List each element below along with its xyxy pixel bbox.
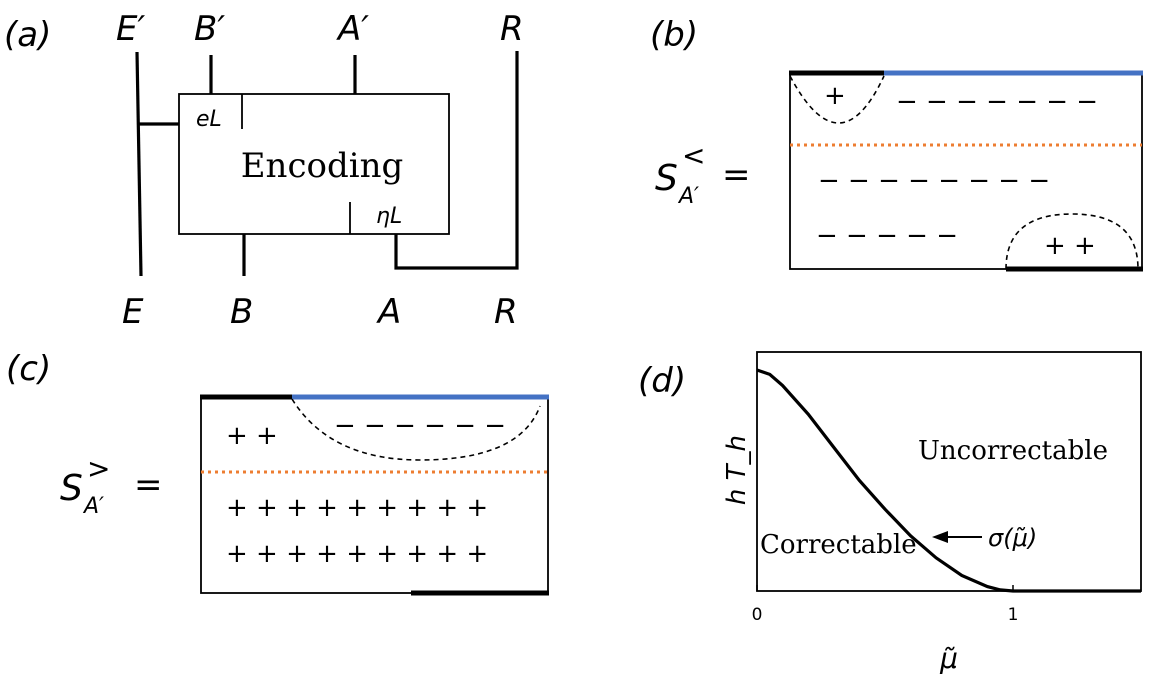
panel-a: (a) E′ B′ A′ R eL ηL Encoding E B A R [4,9,524,332]
signs-b-row1-plus: + [824,81,846,111]
dashed-domain-bottom [1005,213,1139,270]
panel-a-label: (a) [4,15,51,55]
panel-d: (d) Uncorrectable Correctable σ(μ̃) h T_… [638,351,1142,675]
panel-c-label: (c) [6,349,51,389]
wire-e [135,51,143,277]
signs-c-row3: + + + + + + + + + [226,539,488,569]
signs-b-row1-minus: − − − − − − − [896,87,1098,117]
entropy-b-symbol: S [655,158,678,199]
dashed-domain [291,398,541,461]
port-b: B [230,292,253,332]
signs-c-row1-minus: − − − − − − [334,411,506,441]
x-tick-label: 1 [1008,605,1019,625]
entropy-c-sup: > [87,452,110,485]
entropy-c-sub: A′ [82,494,104,519]
entropy-c-symbol: S [60,468,83,509]
port-a-prime: A′ [336,9,369,49]
x-axis-label: μ̃ [939,642,958,675]
panel-c: (c) S > A′ = + + − − − − − − + + + + + +… [6,349,549,596]
y-axis-label: h T_h [722,435,752,505]
signs-b-row3-plus: + + [1044,231,1096,261]
port-a: A [376,292,401,332]
encoding-box [178,93,450,235]
entropy-b-sup: < [682,139,705,172]
signs-c-row2: + + + + + + + + + [226,493,488,523]
encoding-label: Encoding [241,146,404,186]
sigma-curve [756,368,1141,593]
signs-c-row1-plus: + + [226,421,278,451]
dashed-domain-top [789,75,885,124]
panel-d-label: (d) [638,361,686,401]
panel-b: (b) S < A′ = + − − − − − − − − − − − − −… [650,15,1143,272]
wire-a-r [394,51,519,270]
signs-b-row3-minus: − − − − − [816,221,958,251]
etal-label: ηL [376,204,402,229]
port-r-bottom: R [494,292,518,332]
arrow-head-icon [932,531,948,543]
el-label: eL [196,107,222,132]
port-e-prime: E′ [116,9,145,49]
port-b-prime: B′ [194,9,225,49]
region-correctable: Correctable [760,530,917,560]
entropy-b-equals: = [722,155,751,195]
region-uncorrectable: Uncorrectable [918,436,1108,466]
x-tick-label: 0 [752,605,763,625]
entropy-c-equals: = [134,465,163,505]
port-e: E [122,292,144,332]
signs-b-row2: − − − − − − − − [818,166,1050,196]
panel-b-label: (b) [650,15,698,55]
entropy-b-sub: A′ [677,184,699,209]
plot-frame [756,351,1142,592]
port-r-top: R [500,9,524,49]
curve-label: σ(μ̃) [988,524,1037,552]
